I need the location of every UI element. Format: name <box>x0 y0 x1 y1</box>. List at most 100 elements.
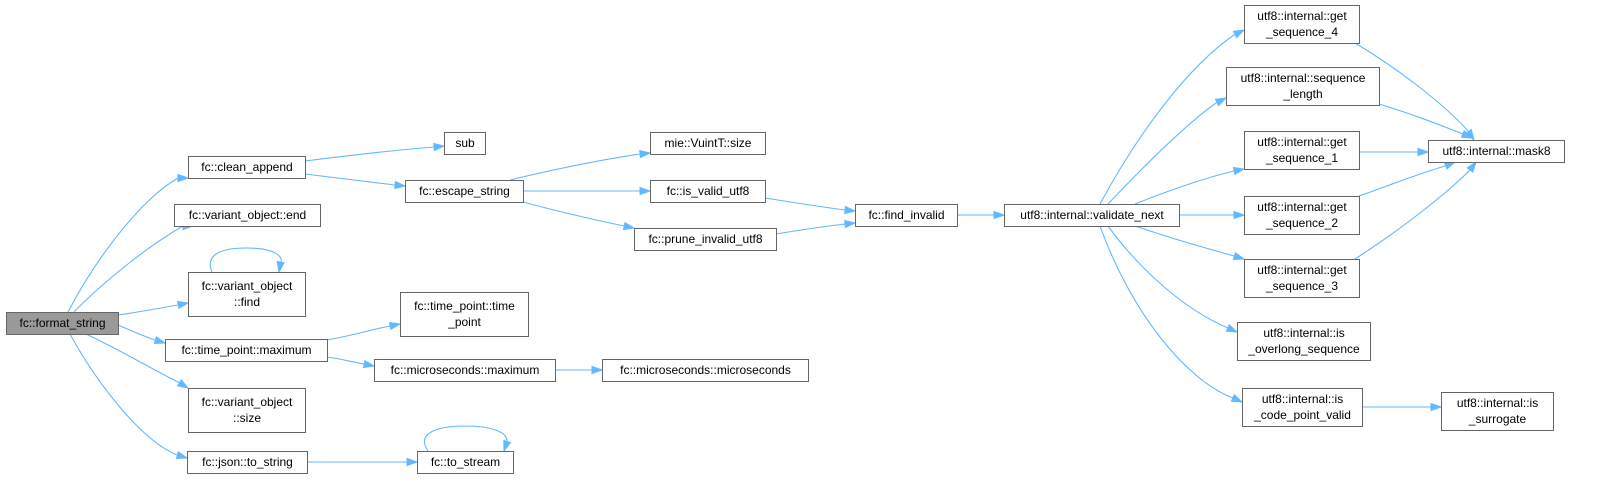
edge-line <box>304 145 445 162</box>
arrowhead-icon <box>394 180 407 190</box>
node-ms-microseconds[interactable]: fc::microseconds::microseconds <box>602 359 809 382</box>
node-sub[interactable]: sub <box>444 132 486 155</box>
edge-tp-maximum-to-tp-time-point <box>326 321 402 341</box>
arrowhead-icon <box>176 378 190 389</box>
node-box <box>1244 196 1360 235</box>
node-label: _surrogate <box>1468 412 1527 426</box>
edge-format-string-to-clean-append <box>67 173 190 313</box>
node-label: ::find <box>234 295 260 309</box>
node-mask8[interactable]: utf8::internal::mask8 <box>1428 140 1565 163</box>
node-label: _sequence_2 <box>1265 216 1338 230</box>
node-find-invalid[interactable]: fc::find_invalid <box>855 204 958 227</box>
arrowhead-icon <box>362 359 376 369</box>
node-format-string[interactable]: fc::format_string <box>6 312 119 335</box>
node-box <box>1244 5 1360 44</box>
edge-vo-find-to-vo-find <box>209 247 285 274</box>
arrowhead-icon <box>1232 251 1246 261</box>
node-get-seq-3[interactable]: utf8::internal::get_sequence_3 <box>1244 259 1360 298</box>
edge-clean-append-to-escape-string <box>304 173 407 190</box>
node-label: fc::format_string <box>19 316 105 330</box>
node-box <box>188 272 306 317</box>
node-clean-append[interactable]: fc::clean_append <box>188 156 306 179</box>
node-label: utf8::internal::get <box>1257 9 1347 23</box>
node-prune-invalid-utf8[interactable]: fc::prune_invalid_utf8 <box>634 228 777 251</box>
node-tp-maximum[interactable]: fc::time_point::maximum <box>165 339 328 362</box>
edge-line <box>522 201 635 229</box>
node-label: utf8::internal::get <box>1257 263 1347 277</box>
edge-line <box>85 333 189 389</box>
node-vuint-size[interactable]: mie::VuintT::size <box>650 132 766 155</box>
node-get-seq-4[interactable]: utf8::internal::get_sequence_4 <box>1244 5 1360 44</box>
node-ms-maximum[interactable]: fc::microseconds::maximum <box>374 359 556 382</box>
node-vo-size[interactable]: fc::variant_object::size <box>188 388 306 433</box>
edge-find-invalid-to-validate-next <box>957 210 1006 220</box>
node-vo-end[interactable]: fc::variant_object::end <box>174 204 321 227</box>
node-label: utf8::internal::validate_next <box>1020 208 1164 222</box>
node-label: fc::variant_object <box>202 395 293 409</box>
node-is-overlong[interactable]: utf8::internal::is_overlong_sequence <box>1237 322 1371 361</box>
edge-line <box>73 225 193 313</box>
node-is-surrogate[interactable]: utf8::internal::is_surrogate <box>1441 392 1554 431</box>
node-get-seq-2[interactable]: utf8::internal::get_sequence_2 <box>1244 196 1360 235</box>
edges-layer <box>67 29 1477 467</box>
node-box <box>400 292 529 337</box>
edge-validate-next-to-get-seq-1 <box>1134 166 1246 205</box>
node-label: _sequence_3 <box>1265 279 1338 293</box>
edge-line <box>1099 225 1243 403</box>
node-label: fc::json::to_string <box>202 455 293 469</box>
node-label: utf8::internal::mask8 <box>1442 144 1550 158</box>
edge-line <box>326 323 401 341</box>
edge-line <box>1378 103 1473 139</box>
node-label: fc::to_stream <box>431 455 500 469</box>
node-label: fc::variant_object <box>202 279 293 293</box>
edge-get-seq-3-to-mask8 <box>1354 160 1477 260</box>
node-vo-find[interactable]: fc::variant_object::find <box>188 272 306 317</box>
edge-format-string-to-json-to-string <box>69 333 189 460</box>
node-label: _overlong_sequence <box>1247 342 1360 356</box>
node-label: fc::microseconds::microseconds <box>620 363 791 377</box>
arrowhead-icon <box>1466 160 1477 173</box>
edge-line <box>1107 97 1227 205</box>
arrowhead-icon <box>591 365 604 375</box>
arrowhead-icon <box>1225 323 1239 333</box>
node-json-to-string[interactable]: fc::json::to_string <box>187 451 308 474</box>
arrowhead-icon <box>1417 147 1430 157</box>
arrowhead-icon <box>175 450 189 460</box>
node-box <box>1004 204 1180 227</box>
node-label: utf8::internal::get <box>1257 200 1347 214</box>
node-label: utf8::internal::is <box>1457 396 1538 410</box>
arrowhead-icon <box>1214 97 1228 107</box>
node-label: utf8::internal::is <box>1263 326 1344 340</box>
node-get-seq-1[interactable]: utf8::internal::get_sequence_1 <box>1244 131 1360 170</box>
node-box <box>188 388 306 433</box>
node-escape-string[interactable]: fc::escape_string <box>405 180 524 203</box>
node-seq-length[interactable]: utf8::internal::sequence_length <box>1226 67 1380 106</box>
node-label: fc::is_valid_utf8 <box>667 184 750 198</box>
arrowhead-icon <box>503 439 512 453</box>
node-box <box>1244 259 1360 298</box>
node-box <box>374 359 556 382</box>
arrowhead-icon <box>406 457 419 467</box>
node-is-code-point-valid[interactable]: utf8::internal::is_code_point_valid <box>1242 388 1363 427</box>
node-label: utf8::internal::is <box>1262 392 1343 406</box>
edge-format-string-to-vo-end <box>73 221 195 313</box>
node-to-stream[interactable]: fc::to_stream <box>417 451 514 474</box>
node-box <box>417 451 514 474</box>
node-is-valid-utf8[interactable]: fc::is_valid_utf8 <box>650 180 766 203</box>
edge-seq-length-to-mask8 <box>1378 103 1474 139</box>
node-label: fc::time_point::maximum <box>181 343 311 357</box>
node-label: utf8::internal::sequence <box>1241 71 1366 85</box>
arrowhead-icon <box>1232 29 1246 39</box>
edge-line <box>775 222 856 235</box>
edge-json-to-string-to-to-stream <box>307 457 419 467</box>
arrowhead-icon <box>622 221 636 231</box>
arrowhead-icon <box>1230 393 1244 403</box>
arrowhead-icon <box>153 335 167 345</box>
node-tp-time-point[interactable]: fc::time_point::time_point <box>400 292 529 337</box>
node-validate-next[interactable]: utf8::internal::validate_next <box>1004 204 1180 227</box>
edge-escape-string-to-vuint-size <box>509 149 652 181</box>
edge-get-seq-2-to-mask8 <box>1358 161 1457 197</box>
edge-escape-string-to-prune-invalid-utf8 <box>522 201 636 231</box>
node-label: mie::VuintT::size <box>665 136 752 150</box>
